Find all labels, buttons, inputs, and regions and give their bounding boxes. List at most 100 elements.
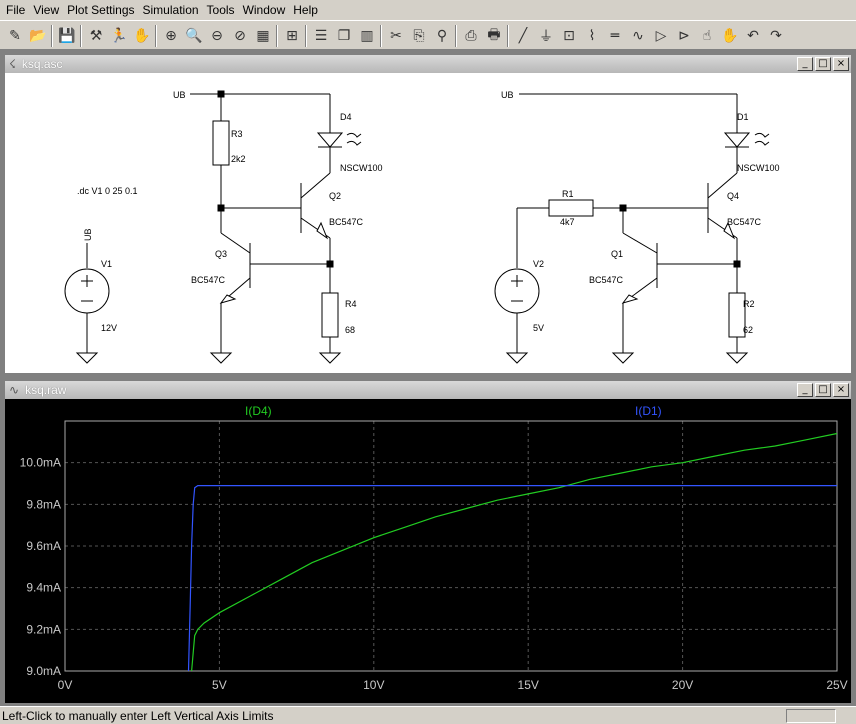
move-icon[interactable]: ☝ [702, 28, 712, 44]
x-tick-label: 10V [363, 678, 384, 692]
capacitor-icon[interactable]: ═ [610, 28, 620, 44]
tile-horizontal-icon[interactable]: ☰ [314, 28, 328, 44]
mark-icon[interactable]: ⊞ [286, 28, 298, 44]
copy-icon[interactable]: ⎘ [413, 28, 425, 44]
menu-view[interactable]: View [33, 3, 60, 17]
zoom-in-icon[interactable]: ⊕ [165, 28, 177, 44]
y-tick-label: 9.4mA [26, 581, 61, 595]
toolbar-separator [80, 25, 82, 47]
menu-bar: File View Plot Settings Simulation Tools… [0, 0, 856, 20]
open-icon[interactable]: 📂 [29, 28, 47, 44]
label-r1-value: 4k7 [560, 217, 575, 227]
x-tick-label: 20V [672, 678, 693, 692]
cascade-icon[interactable]: ❐ [337, 28, 351, 44]
autorange-icon[interactable]: ▦ [256, 28, 270, 44]
label-d4-model: NSCW100 [340, 163, 383, 173]
plot-minimize-button[interactable]: _ [797, 383, 813, 397]
redo-icon[interactable]: ↷ [770, 28, 782, 44]
toolbar-separator [305, 25, 307, 47]
toolbar-separator [507, 25, 509, 47]
label-q3-name: Q3 [215, 249, 227, 259]
label-r3-value: 2k2 [231, 154, 246, 164]
menu-file[interactable]: File [6, 3, 26, 17]
schematic-canvas[interactable]: UB R3 2k2 D4 NSCW100 Q2 BC547C Q3 BC547C… [5, 73, 851, 373]
plot-background [5, 399, 851, 703]
plot-close-button[interactable]: × [833, 383, 849, 397]
x-tick-label: 15V [518, 678, 539, 692]
save-icon[interactable]: 💾 [58, 28, 76, 44]
label-v2-name: V2 [533, 259, 544, 269]
label-q2-name: Q2 [329, 191, 341, 201]
component-icon[interactable]: ⊳ [678, 28, 690, 44]
wire-icon[interactable]: ╱ [518, 28, 528, 44]
y-tick-label: 9.2mA [26, 622, 61, 636]
label-q2-model: BC547C [329, 217, 364, 227]
diode-icon[interactable]: ▷ [655, 28, 667, 44]
print-preview-icon[interactable]: ⎙ [465, 28, 477, 44]
status-text: Left-Click to manually enter Left Vertic… [2, 708, 274, 723]
status-bar: Left-Click to manually enter Left Vertic… [0, 706, 856, 724]
plot-titlebar[interactable]: ∿ ksq.raw _ □ × [5, 381, 851, 399]
tile-vertical-icon[interactable]: ▥ [360, 28, 374, 44]
label-r1-name: R1 [562, 189, 574, 199]
undo-icon[interactable]: ↶ [747, 28, 759, 44]
label-icon[interactable]: ⊡ [563, 28, 575, 44]
legend-entry: I(D4) [245, 404, 272, 418]
inductor-icon[interactable]: ∿ [632, 28, 644, 44]
halt-icon[interactable]: ✋ [133, 28, 151, 44]
waveform-plot[interactable]: 0V 5V 10V 15V 20V 25V 9.0mA 9.2mA 9.4mA 9.6mA 9.8m… [5, 399, 851, 703]
spice-directive[interactable]: .dc V1 0 25 0.1 [77, 186, 138, 196]
menu-tools[interactable]: Tools [206, 3, 235, 17]
label-v1-value: 12V [101, 323, 117, 333]
toolbar-separator [455, 25, 457, 47]
close-button[interactable]: × [833, 57, 849, 71]
x-tick-label: 0V [58, 678, 73, 692]
toolbar-separator [155, 25, 157, 47]
control-panel-icon[interactable]: ⚒ [89, 28, 103, 44]
maximize-button[interactable]: □ [815, 57, 831, 71]
toolbar-separator [276, 25, 278, 47]
plot-maximize-button[interactable]: □ [815, 383, 831, 397]
new-schematic-icon[interactable]: ✎ [9, 28, 21, 44]
cut-icon[interactable]: ✂ [390, 28, 402, 44]
drag-icon[interactable]: ✋ [721, 28, 739, 44]
y-tick-label: 9.0mA [26, 664, 61, 678]
find-icon[interactable]: ⚲ [436, 28, 448, 44]
zoom-area-icon[interactable]: 🔍 [185, 28, 203, 44]
label-d1-name: D1 [737, 112, 749, 122]
plot-frame [64, 420, 838, 672]
menu-window[interactable]: Window [242, 3, 286, 17]
plot-title: ksq.raw [25, 383, 67, 397]
toolbar-separator [51, 25, 53, 47]
plot-window[interactable]: ∿ ksq.raw _ □ × 0V 5V 10V 15V 20V 25V 9.0mA 9.2… [4, 380, 852, 704]
run-icon[interactable]: 🏃 [110, 28, 128, 44]
label-r2-value: 62 [743, 325, 753, 335]
menu-help[interactable]: Help [293, 3, 318, 17]
x-tick-label: 25V [826, 678, 847, 692]
x-tick-label: 5V [212, 678, 227, 692]
print-icon[interactable]: 🖶 [487, 27, 501, 43]
waveform-icon: ∿ [9, 383, 20, 397]
y-tick-label: 9.6mA [26, 539, 61, 553]
minimize-button[interactable]: _ [797, 57, 813, 71]
label-r3-name: R3 [231, 129, 243, 139]
resistor-icon[interactable]: ⌇ [588, 28, 596, 44]
legend-entry: I(D1) [635, 404, 662, 418]
schematic-window[interactable]: ☇ ksq.asc _ □ × [4, 54, 852, 374]
toolbar: ✎ 📂 💾 ⚒ 🏃 ✋ ⊕ 🔍 ⊖ ⊘ ▦ ⊞ ☰ ❐ ▥ ✂ ⎘ ⚲ ⎙ 🖶 ╱ ⏚ ⊡ ⌇ ═ ∿ ▷ ⊳ ☝ ✋ ↶ ↷ [0, 20, 856, 50]
menu-plot-settings[interactable]: Plot Settings [67, 3, 135, 17]
y-tick-label: 9.8mA [26, 497, 61, 511]
label-q1-model: BC547C [589, 275, 624, 285]
zoom-cancel-icon[interactable]: ⊘ [234, 28, 246, 44]
schematic-titlebar[interactable]: ☇ ksq.asc _ □ × [5, 55, 851, 73]
label-r2-name: R2 [743, 299, 755, 309]
zoom-out-icon[interactable]: ⊖ [211, 28, 223, 44]
menu-simulation[interactable]: Simulation [142, 3, 199, 17]
label-v2-value: 5V [533, 323, 544, 333]
schematic-icon: ☇ [9, 57, 16, 71]
ground-icon[interactable]: ⏚ [539, 29, 553, 45]
series-line-id1 [187, 485, 837, 672]
label-v1-net: UB [83, 228, 93, 241]
label-q1-name: Q1 [611, 249, 623, 259]
